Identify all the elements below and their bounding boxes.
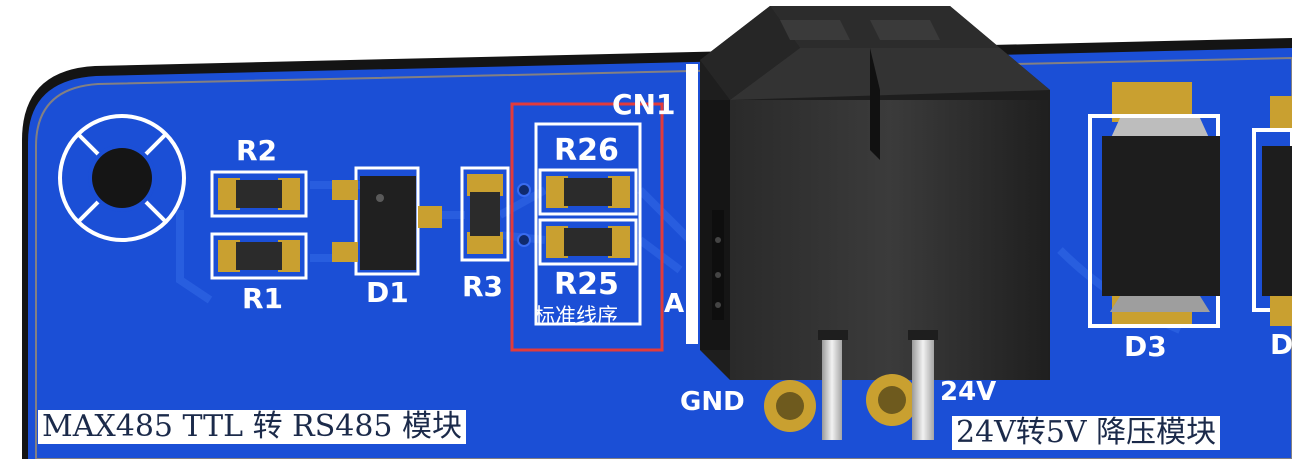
- pcb-board-margin: [35, 56, 1292, 459]
- label-cn1: CN1: [612, 88, 675, 121]
- connector-cn1: [700, 6, 1050, 380]
- via: [517, 233, 531, 247]
- diode-partial: [1252, 96, 1292, 326]
- mounting-hole: [58, 114, 186, 242]
- resistor-r1: [210, 232, 308, 280]
- caption-right: 24V转5V 降压模块: [952, 416, 1221, 450]
- label-r3: R3: [462, 270, 503, 303]
- resistor-r25: [538, 218, 638, 266]
- resistor-r2: [210, 170, 308, 218]
- label-gnd: GND: [680, 387, 745, 417]
- label-r25: R25: [554, 267, 619, 302]
- connector-cn1-outline: [686, 64, 698, 344]
- connector-pins: [764, 330, 938, 440]
- via: [517, 183, 531, 197]
- resistor-group-outline: [534, 122, 642, 326]
- resistor-r26: [538, 168, 638, 216]
- label-d1: D1: [366, 276, 409, 309]
- diode-d3: [1088, 82, 1220, 328]
- label-24v: 24V: [940, 377, 996, 407]
- highlight-box: [510, 102, 664, 352]
- diode-d1: [332, 166, 442, 276]
- label-r26: R26: [554, 133, 619, 168]
- highlight-label: 标准线序: [534, 304, 618, 328]
- label-d3: D3: [1124, 330, 1167, 363]
- label-a: A: [664, 289, 684, 319]
- label-d-partial: D: [1270, 328, 1292, 361]
- caption-left: MAX485 TTL 转 RS485 模块: [38, 410, 467, 444]
- label-r1: R1: [242, 282, 283, 315]
- label-r2: R2: [236, 134, 277, 167]
- resistor-r3: [460, 166, 510, 262]
